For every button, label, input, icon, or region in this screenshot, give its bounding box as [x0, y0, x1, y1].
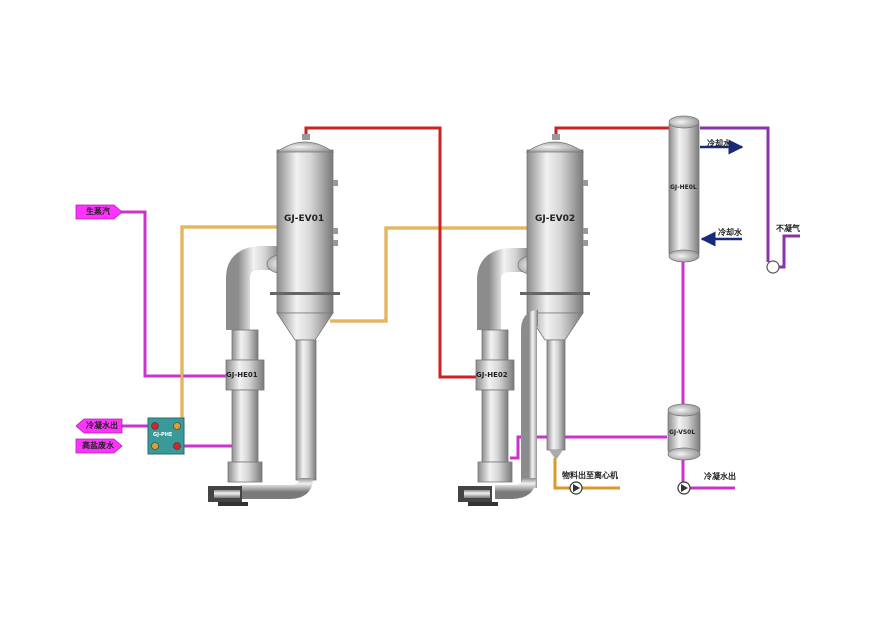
ev02-label: GJ-EV02 [535, 214, 576, 224]
condensate-pump[interactable] [677, 481, 691, 495]
ev01-label: GJ-EV01 [284, 214, 325, 224]
steam-pipe [120, 210, 228, 378]
final-condensate-label: 冷凝水出 [704, 472, 736, 481]
evaporator-ev02[interactable] [477, 134, 590, 499]
condensate-out-label: 冷凝水出 [86, 421, 118, 430]
heat-exchanger-he01[interactable] [208, 329, 265, 506]
vacuum-separator-vs0l[interactable] [667, 403, 701, 461]
feed-pipe-2b [330, 227, 532, 322]
heat-exchanger-he02[interactable] [458, 329, 515, 506]
phe-label: GJ-PHE [153, 432, 173, 438]
product-pipe [553, 458, 572, 490]
condenser-he0l[interactable] [668, 115, 700, 263]
noncondensable-label: 不凝气 [776, 224, 800, 233]
condensate-out-tag [75, 418, 123, 434]
product-pump[interactable] [569, 481, 583, 495]
vent-valve [766, 260, 780, 274]
steam-in-label: 生蒸汽 [86, 207, 110, 216]
vacuum-return-pipe [510, 435, 667, 460]
evaporator-ev01[interactable] [226, 134, 340, 499]
feed-pipe-1b [181, 226, 280, 426]
product-out-label: 物料出至离心机 [562, 471, 618, 480]
vapor-pipe-1 [304, 126, 478, 379]
he02-label: GJ-HE02 [476, 371, 508, 379]
he01-label: GJ-HE01 [226, 371, 258, 379]
he0l-label: GJ-HE0L [670, 184, 697, 191]
noncondensable-pipe [700, 126, 770, 262]
cooling-water-out-label: 冷却水 [707, 139, 731, 148]
brine-in-tag [75, 438, 123, 454]
vs0l-label: GJ-VS0L [669, 429, 696, 436]
vapor-pipe-2 [554, 126, 672, 138]
plate-heat-exchanger-phe[interactable] [147, 417, 185, 455]
vent-pipe [779, 234, 800, 269]
cooling-water-in-label: 冷却水 [718, 228, 742, 237]
steam-in-tag [75, 204, 123, 220]
brine-in-label: 高盐废水 [82, 441, 114, 450]
